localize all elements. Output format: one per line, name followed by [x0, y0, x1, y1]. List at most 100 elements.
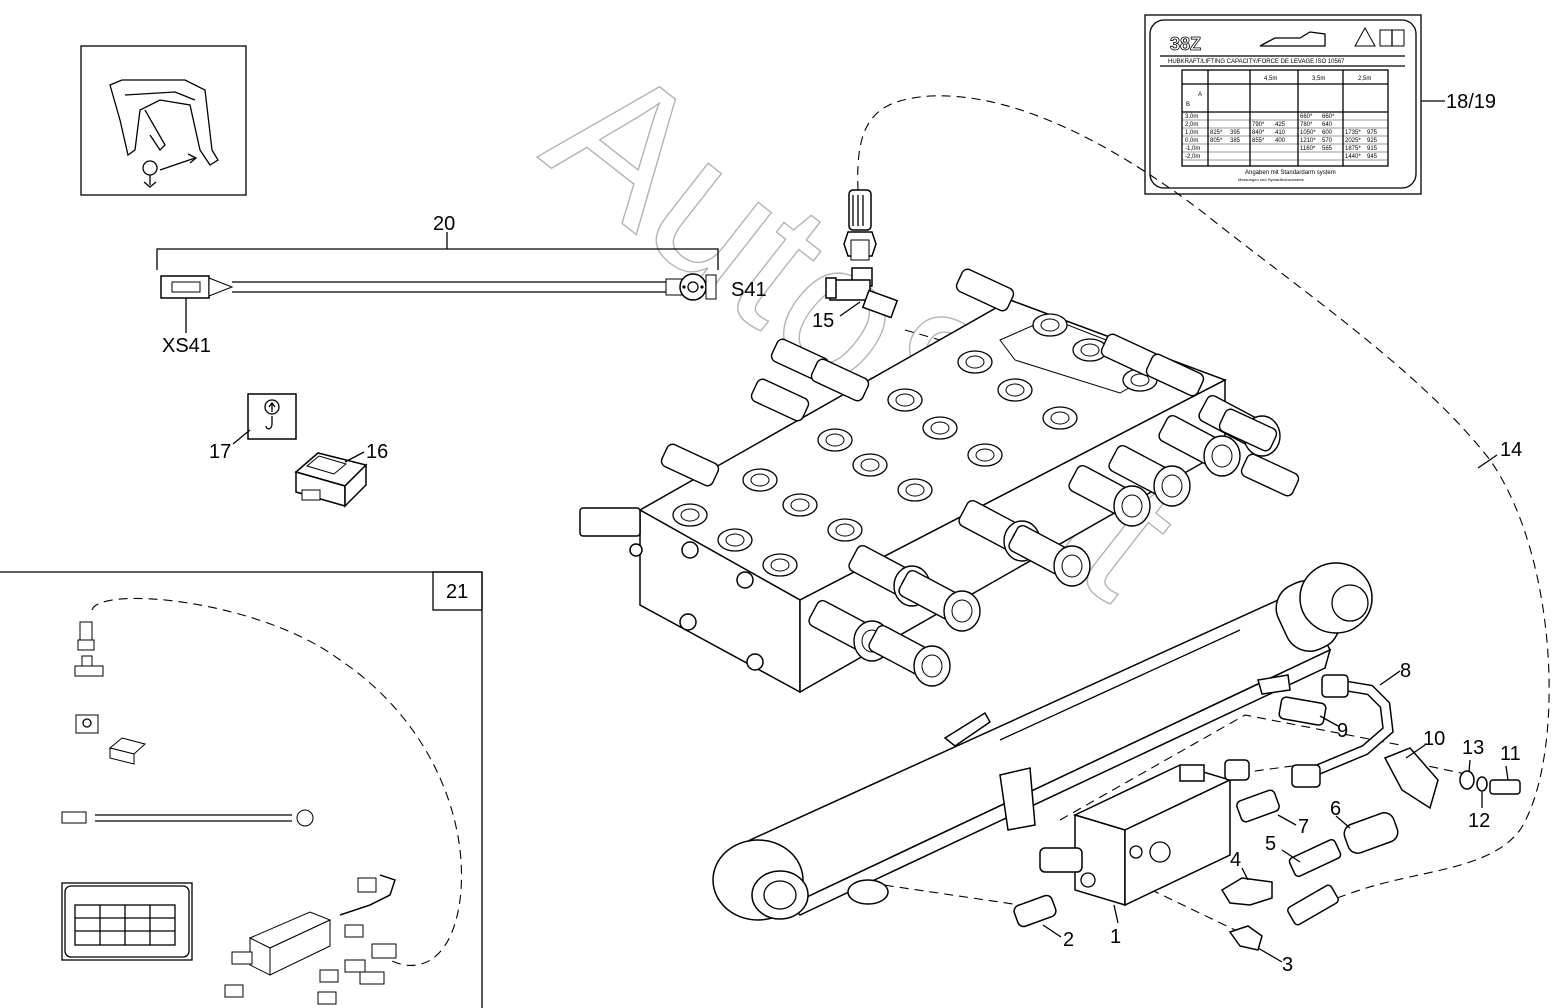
callout-6: 6 [1330, 798, 1341, 820]
plate-model: 38Z [1170, 34, 1201, 54]
capacity-cell: 570 [1322, 138, 1333, 144]
pipe-8 [1291, 674, 1394, 788]
leader-17 [232, 429, 251, 445]
callout-20: 20 [433, 213, 455, 235]
capacity-cell: 780* [1300, 122, 1313, 128]
capacity-cell: 385 [1230, 138, 1241, 144]
kit-box [0, 571, 483, 1008]
capacity-cell: 1210* [1300, 138, 1316, 144]
leader-10 [1405, 744, 1426, 759]
leader-15 [839, 301, 861, 317]
capacity-cell: 2025* [1345, 138, 1361, 144]
clamp-10 [1383, 747, 1439, 810]
leader-3 [1257, 947, 1283, 963]
excavator-thumbnail [80, 45, 247, 196]
callout-4: 4 [1230, 849, 1241, 871]
capacity-cell: 1735* [1345, 130, 1361, 136]
capacity-cell: 805* [1210, 138, 1223, 144]
capacity-cell: 1440* [1345, 154, 1361, 160]
capacity-cell: 660* [1300, 114, 1313, 120]
callout-3: 3 [1282, 954, 1293, 976]
callout-5: 5 [1265, 833, 1276, 855]
washer-12 [1476, 776, 1488, 792]
capacity-cell: 1160* [1300, 146, 1316, 152]
capacity-cell: 395 [1230, 130, 1241, 136]
capacity-cell: 400 [1275, 138, 1286, 144]
washer-13 [1459, 770, 1475, 790]
callout-9: 9 [1337, 720, 1348, 742]
leader-4 [1241, 867, 1249, 881]
capacity-cell: -1,0m [1185, 146, 1200, 152]
capacity-cell: 1050* [1300, 130, 1316, 136]
capacity-cell: 660* [1322, 114, 1335, 120]
leader-16 [344, 451, 365, 463]
hydraulic-cylinder [712, 562, 1373, 921]
leader-11 [1505, 765, 1509, 781]
elbow-fitting-4 [1220, 877, 1273, 906]
callout-10: 10 [1423, 728, 1445, 750]
callout-21: 21 [446, 581, 468, 603]
label-xs41: XS41 [162, 335, 211, 357]
capacity-cell: 925 [1367, 138, 1378, 144]
callout-14: 14 [1500, 439, 1522, 461]
plate-footer: Angaben mit Standardarm system [1245, 170, 1336, 176]
fitting-7 [1236, 789, 1280, 823]
capacity-cell: 410 [1275, 130, 1286, 136]
control-valve-block [579, 268, 1300, 694]
elbow-fitting-3 [1228, 925, 1263, 951]
leader-8 [1379, 670, 1401, 686]
capacity-cell: 975 [1367, 130, 1378, 136]
capacity-cell: 565 [1322, 146, 1333, 152]
capacity-cell: 855* [1252, 138, 1265, 144]
capacity-cell: 840* [1252, 130, 1265, 136]
switch-symbol [247, 393, 297, 440]
callout-16: 16 [366, 441, 388, 463]
callout-15: 15 [812, 310, 834, 332]
axis-a: A [1198, 92, 1202, 98]
callout-8: 8 [1400, 660, 1411, 682]
capacity-cell: 3,0m [1185, 114, 1198, 120]
hose-rupture-valve [1039, 759, 1250, 907]
callout-2: 2 [1063, 929, 1074, 951]
capacity-cell: 425 [1275, 122, 1286, 128]
leader-7 [1277, 814, 1297, 826]
lifting-capacity-plate: 38Z HUBKRAFT/LIFTING CAPACITY/FORCE DE L… [1144, 14, 1422, 195]
callout-13: 13 [1462, 737, 1484, 759]
capacity-cell: 1875* [1345, 146, 1361, 152]
capacity-cell: 0,0m [1185, 138, 1198, 144]
capacity-cell: 825* [1210, 130, 1223, 136]
axis-b: B [1186, 102, 1190, 108]
plate-heading: HUBKRAFT/LIFTING CAPACITY/FORCE DE LEVAG… [1168, 59, 1345, 65]
capacity-cell: 945 [1367, 154, 1378, 160]
capacity-cell: 915 [1367, 146, 1378, 152]
col-header-2: 3,5m [1312, 76, 1325, 82]
leader-9 [1319, 715, 1339, 727]
label-s41: S41 [731, 279, 767, 301]
plate-footer-2: Messungen und Hydraulikdruckwerte [1238, 177, 1305, 182]
col-header-3: 2,5m [1358, 76, 1371, 82]
callout-12: 12 [1468, 810, 1490, 832]
leader-2 [1042, 924, 1062, 938]
callout-11: 11 [1500, 743, 1521, 765]
fitting-5 [1287, 838, 1342, 926]
leader-13 [1468, 759, 1471, 773]
leader-5 [1281, 849, 1301, 863]
fitting-9 [1278, 696, 1327, 726]
callout-1: 1 [1110, 926, 1121, 948]
leader-6 [1335, 815, 1351, 829]
leader-14 [1477, 454, 1498, 469]
capacity-cell: 1,0m [1185, 130, 1198, 136]
fitting-2 [1013, 894, 1057, 928]
col-header-1: 4,5m [1264, 76, 1277, 82]
capacity-cell: 640 [1322, 122, 1333, 128]
capacity-cell: 600 [1322, 130, 1333, 136]
rocker-switch [294, 452, 368, 508]
bolt-11 [1489, 779, 1521, 795]
capacity-cell: -2,0m [1185, 154, 1200, 160]
tee-fitting [825, 189, 899, 319]
callout-17: 17 [209, 441, 231, 463]
cap-6 [1343, 812, 1399, 854]
